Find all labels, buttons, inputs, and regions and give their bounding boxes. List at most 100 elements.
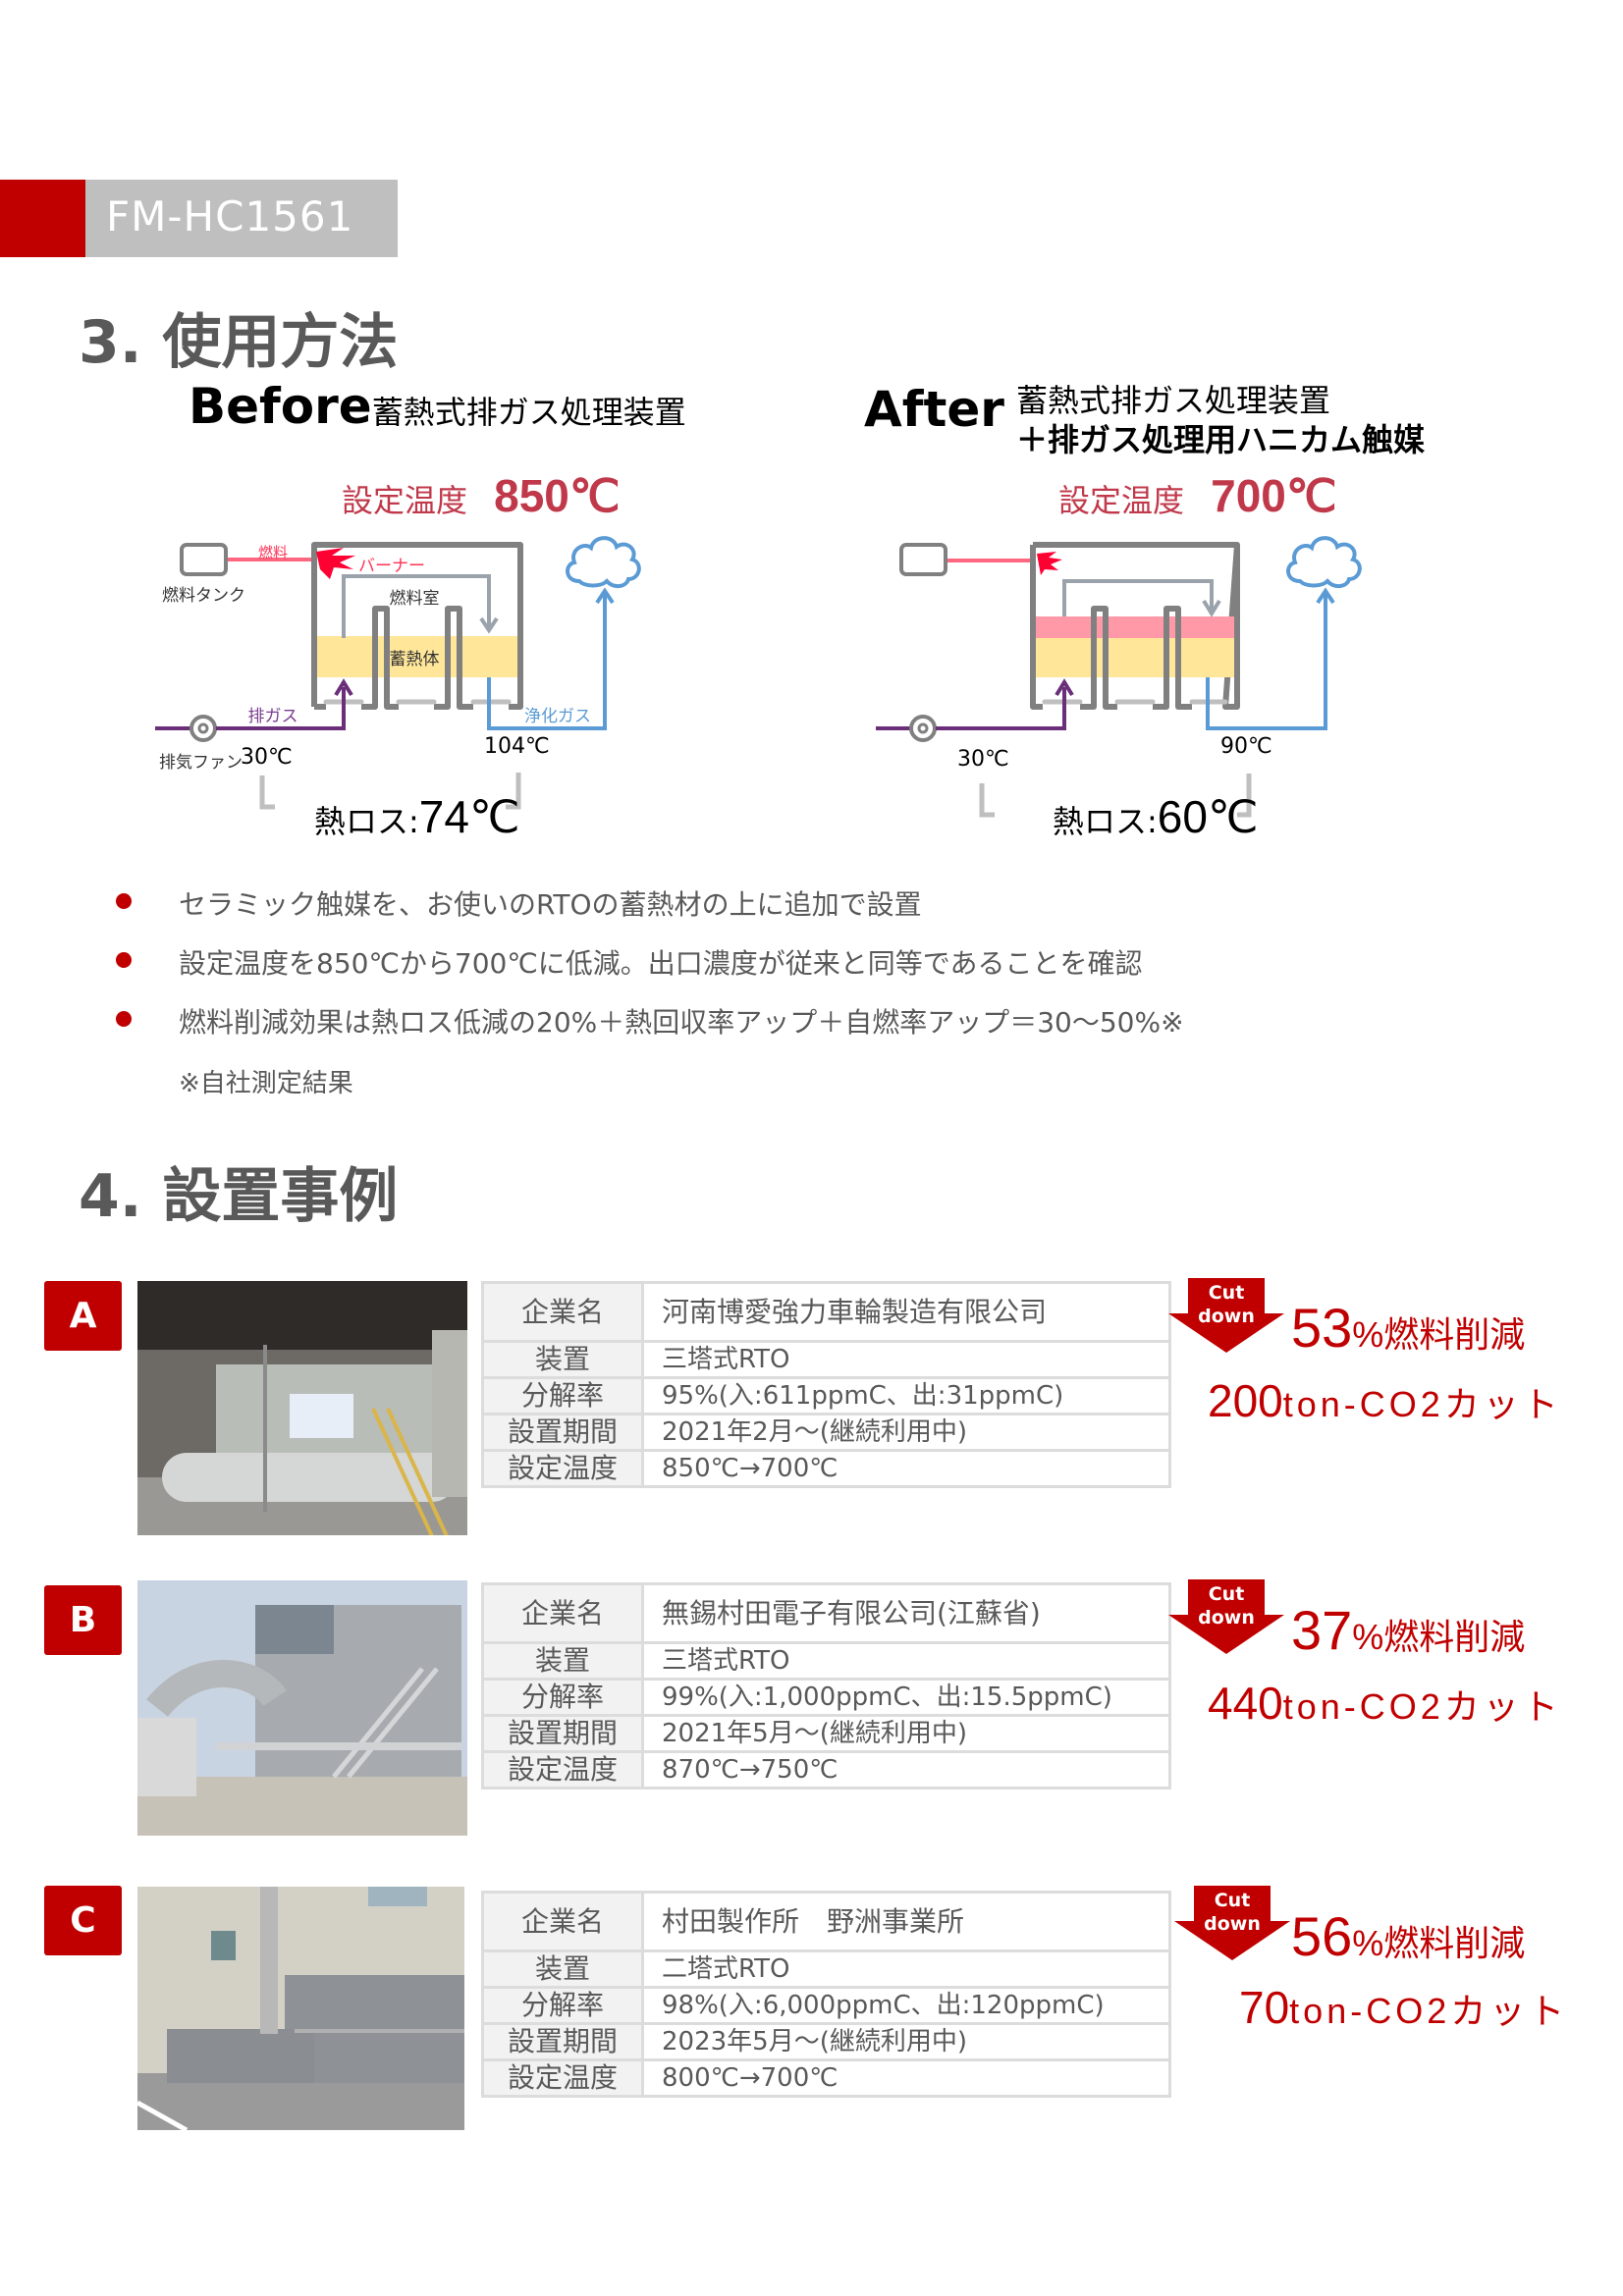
decomposition-value: 99%(入:1,000ppmC、出:15.5ppmC) (641, 1678, 1171, 1717)
company-value: 村田製作所 野洲事業所 (641, 1891, 1171, 1952)
device-label: 装置 (481, 1949, 644, 1989)
cut-down-arrow-icon: Cut down (1168, 1579, 1284, 1654)
svg-text:燃料: 燃料 (258, 544, 288, 561)
footnote: ※自社測定結果 (179, 1069, 353, 1098)
before-rto-diagram: 燃料 燃料タンク バーナー 燃料室 蓄熱体 排ガス 排気ファン 30℃ 浄化ガス… (155, 536, 641, 810)
svg-text:浄化ガス: 浄化ガス (524, 707, 591, 726)
fuel-reduction: 37%燃料削減 (1291, 1599, 1526, 1661)
product-code: FM-HC1561 (106, 192, 354, 240)
device-label: 装置 (481, 1641, 644, 1681)
heat-loss-value: 74℃ (418, 791, 520, 842)
device-value: 三塔式RTO (641, 1641, 1171, 1681)
decomposition-label: 分解率 (481, 1376, 644, 1415)
heat-loss-label: 熱ロス: (1053, 803, 1158, 840)
decomposition-value: 95%(入:611ppmC、出:31ppmC) (641, 1376, 1171, 1415)
set-temp-label: 設定温度 (481, 1750, 644, 1789)
after-rto-diagram: 30℃ 90℃ (876, 536, 1362, 818)
fuel-tank-icon (180, 543, 228, 576)
burner-flame-icon (316, 548, 355, 579)
case-photo-c (137, 1887, 467, 2130)
before-heat-loss: 熱ロス:74℃ (314, 790, 520, 843)
burner-flame-icon (1037, 552, 1062, 575)
table-row: 企業名無錫村田電子有限公司(江蘇省) (481, 1582, 1171, 1644)
set-temp-value: 700℃ (1211, 470, 1337, 521)
set-temp-value: 800℃→700℃ (641, 2058, 1171, 2098)
period-value: 2021年5月〜(継続利用中) (641, 1714, 1171, 1753)
table-row: 企業名村田製作所 野洲事業所 (481, 1891, 1171, 1952)
case-photo-b (137, 1580, 467, 1836)
company-label: 企業名 (481, 1891, 644, 1952)
svg-text:90℃: 90℃ (1220, 734, 1272, 759)
svg-text:down: down (1198, 1607, 1255, 1629)
company-value: 河南博愛強力車輪製造有限公司 (641, 1281, 1171, 1343)
device-label: 装置 (481, 1340, 644, 1379)
company-label: 企業名 (481, 1281, 644, 1343)
set-temp-value: 870℃→750℃ (641, 1750, 1171, 1789)
after-heat-loss: 熱ロス:60℃ (1053, 790, 1259, 843)
svg-text:104℃: 104℃ (484, 734, 550, 759)
before-subtitle: 蓄熱式排ガス処理装置 (371, 394, 686, 431)
co2-reduction: 440ton-CO2カット (1208, 1678, 1562, 1729)
bullet-dot-icon (116, 1011, 132, 1027)
after-set-temp: 設定温度 700℃ (1058, 469, 1337, 522)
case-letter-badge: C (44, 1886, 122, 1955)
set-temp-label: 設定温度 (481, 2058, 644, 2098)
case-letter-badge: A (44, 1281, 122, 1351)
table-row: 装置三塔式RTO (481, 1340, 1171, 1379)
cut-down-arrow-icon: Cut down (1168, 1278, 1284, 1353)
section-title-usage: 3. 使用方法 (79, 308, 399, 377)
svg-text:Cut: Cut (1215, 1890, 1251, 1911)
before-heading: Before蓄熱式排ガス処理装置 (189, 378, 686, 435)
exhaust-fan-icon (189, 715, 217, 742)
company-label: 企業名 (481, 1582, 644, 1644)
fuel-reduction: 56%燃料削減 (1291, 1905, 1526, 1967)
product-code-tag (85, 180, 398, 257)
svg-text:バーナー: バーナー (358, 557, 425, 576)
decomposition-label: 分解率 (481, 1678, 644, 1717)
cut-down-arrow-icon: Cut down (1174, 1886, 1290, 1960)
co2-reduction: 200ton-CO2カット (1208, 1375, 1562, 1426)
table-row: 装置二塔式RTO (481, 1949, 1171, 1989)
cloud-icon (566, 536, 641, 588)
header-accent-bar (0, 180, 85, 257)
set-temp-value: 850℃→700℃ (641, 1449, 1171, 1488)
svg-text:燃料タンク: 燃料タンク (162, 586, 245, 606)
decomposition-value: 98%(入:6,000ppmC、出:120ppmC) (641, 1986, 1171, 2025)
svg-text:30℃: 30℃ (957, 747, 1009, 772)
period-label: 設置期間 (481, 1413, 644, 1452)
fuel-tank-icon (899, 543, 947, 576)
set-temp-label: 設定温度 (342, 482, 468, 519)
set-temp-label: 設定温度 (481, 1449, 644, 1488)
svg-text:排ガス: 排ガス (248, 707, 298, 726)
fuel-reduction: 53%燃料削減 (1291, 1297, 1526, 1359)
before-label: Before (189, 378, 372, 435)
heat-loss-value: 60℃ (1157, 791, 1259, 842)
period-value: 2023年5月〜(継続利用中) (641, 2022, 1171, 2061)
svg-text:排気ファン: 排気ファン (159, 753, 243, 773)
svg-text:down: down (1198, 1306, 1255, 1327)
cloud-icon (1286, 536, 1362, 588)
decomposition-label: 分解率 (481, 1986, 644, 2025)
heat-loss-label: 熱ロス: (314, 803, 419, 840)
bullet-dot-icon (116, 893, 132, 909)
period-label: 設置期間 (481, 1714, 644, 1753)
after-subtitle-line2: ＋排ガス処理用ハニカム触媒 (1016, 421, 1426, 458)
bullet-dot-icon (116, 952, 132, 968)
period-label: 設置期間 (481, 2022, 644, 2061)
svg-text:Cut: Cut (1209, 1282, 1245, 1304)
svg-text:down: down (1204, 1913, 1261, 1935)
co2-reduction: 70ton-CO2カット (1239, 1982, 1569, 2033)
after-subtitle-line1: 蓄熱式排ガス処理装置 (1016, 382, 1331, 419)
svg-text:Cut: Cut (1209, 1583, 1245, 1605)
device-value: 二塔式RTO (641, 1949, 1171, 1989)
